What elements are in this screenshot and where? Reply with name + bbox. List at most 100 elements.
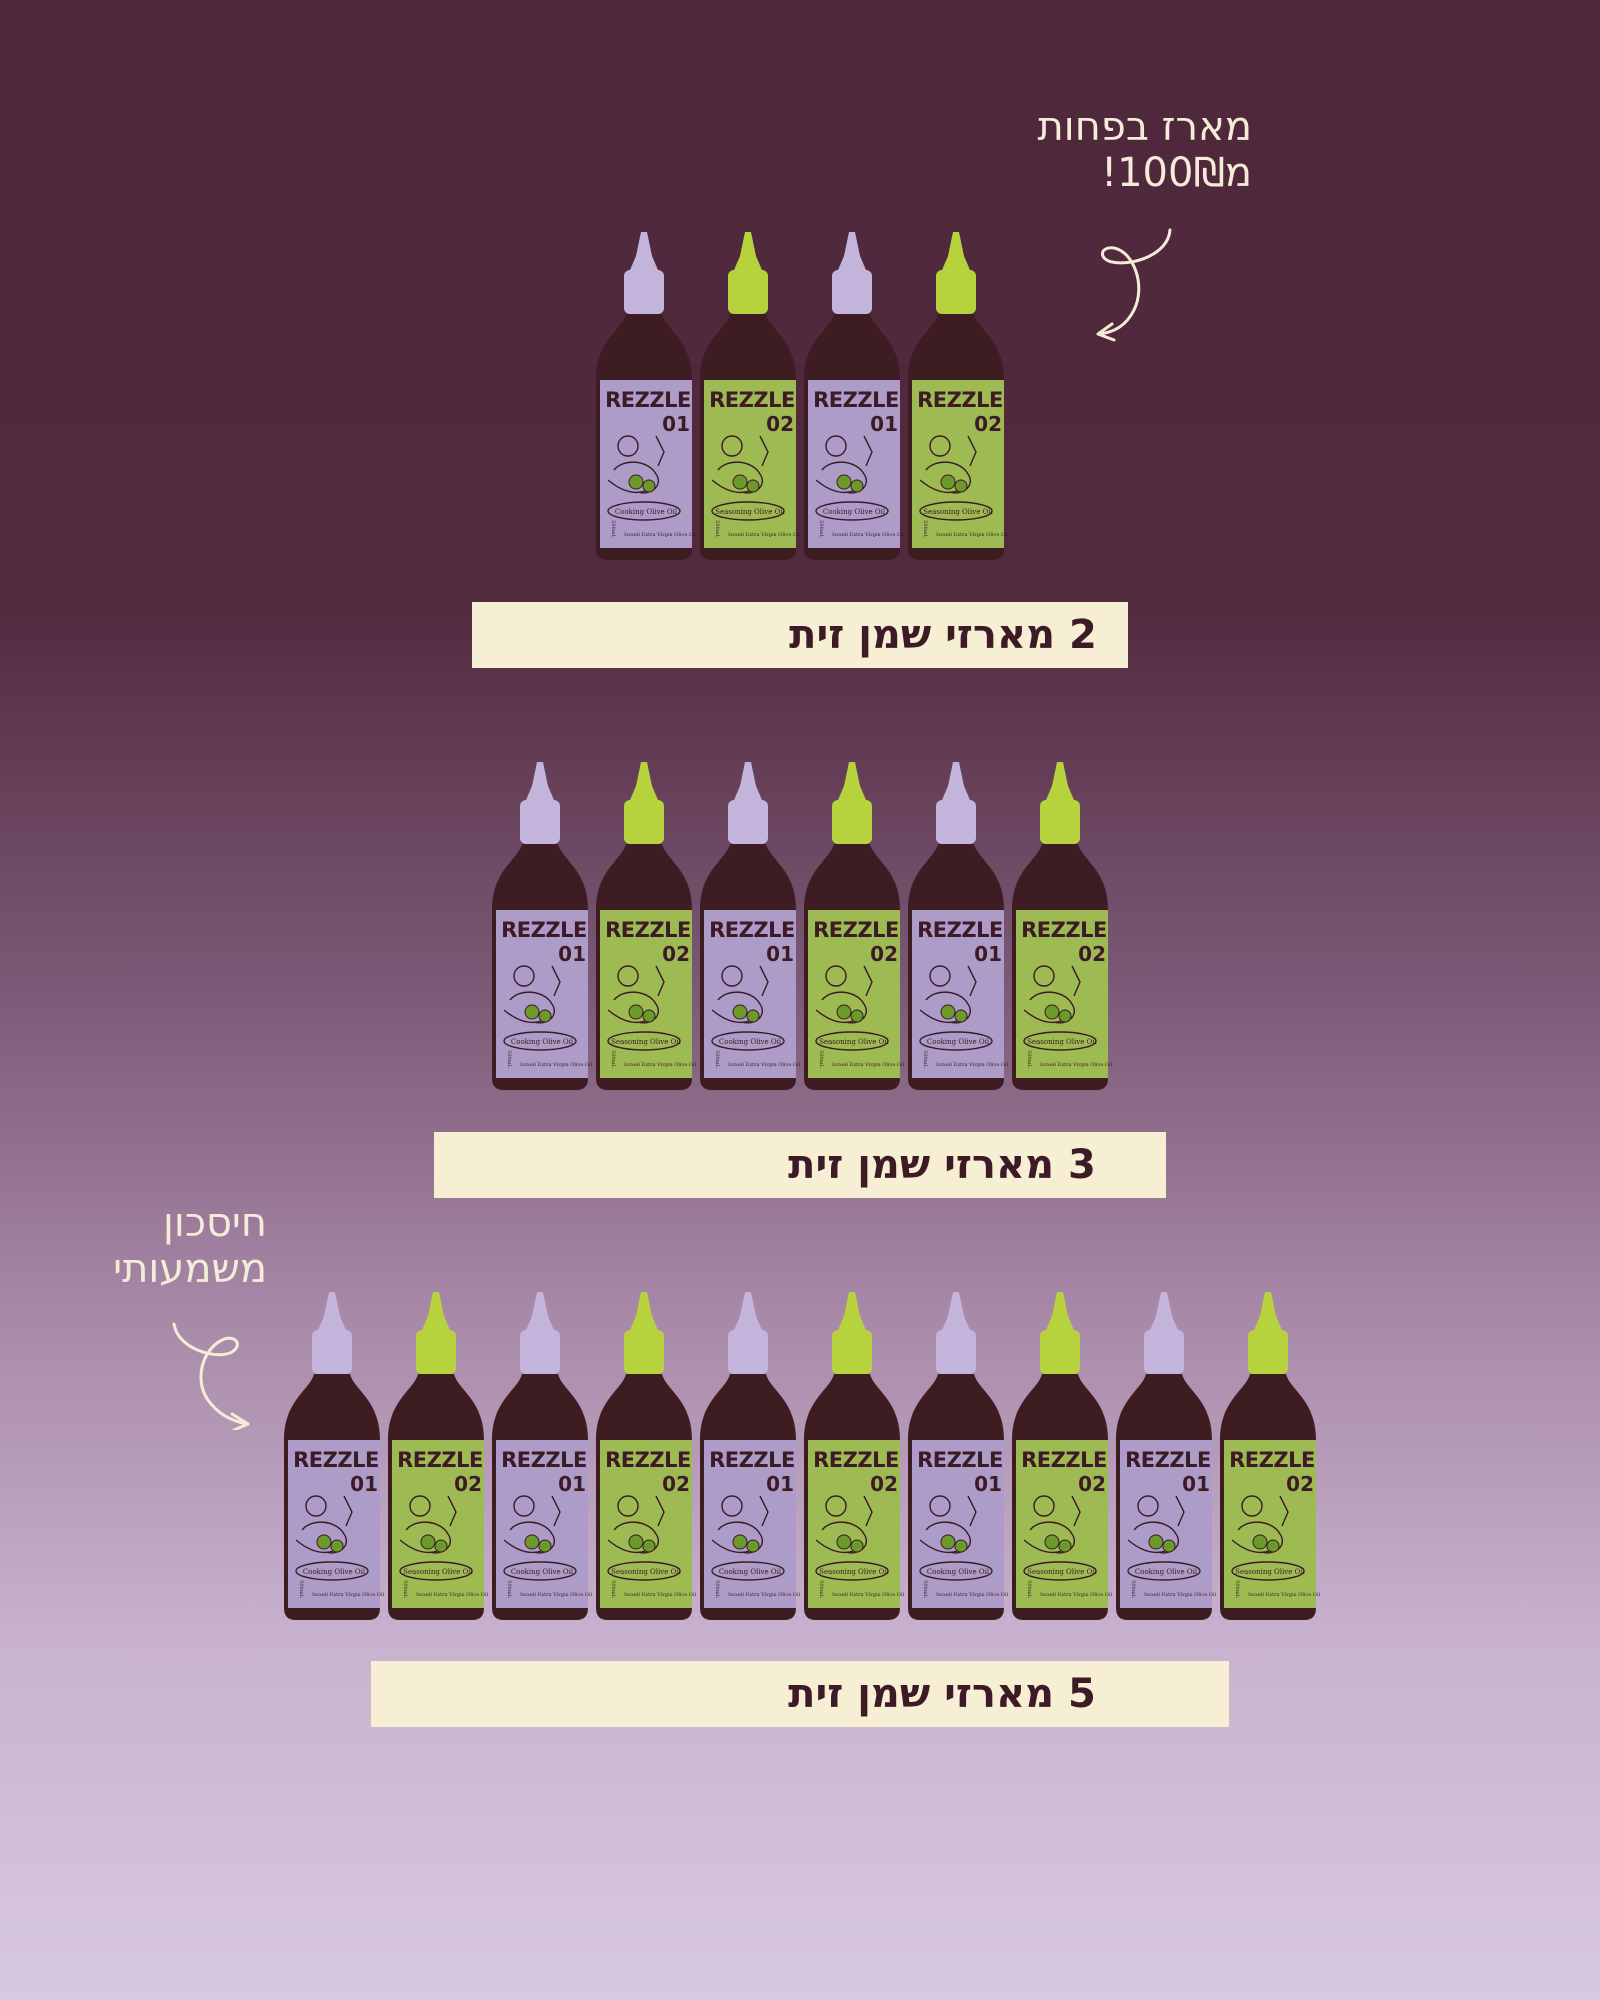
bottle-number: 01	[558, 1472, 586, 1496]
bottle-origin: Israeli Extra Virgin Olive Oil	[312, 1592, 385, 1598]
bundle-2-price-bar[interactable]: 2 מארזי שמן זית 99₪ למארז	[472, 602, 1128, 668]
bottle-brand: REZZLE	[1229, 1448, 1315, 1472]
bottle-origin: Israeli Extra Virgin Olive Oil	[832, 1062, 905, 1068]
bottle-graphic	[908, 232, 1004, 560]
bottle-oil-name: Seasoning Olive Oil	[923, 508, 993, 516]
bundle-2-price: 99₪ למארז	[474, 604, 760, 666]
top-note-line-1: מארז בפחות	[1037, 104, 1252, 150]
bottle-brand: REZZLE	[709, 1448, 795, 1472]
bottle-number: 02	[974, 412, 1002, 436]
bottle-graphic	[492, 762, 588, 1090]
bottle-oil-name: Cooking Olive Oil	[822, 508, 886, 516]
bottle-graphic	[804, 762, 900, 1090]
bottle-origin: Israeli Extra Virgin Olive Oil	[520, 1062, 593, 1068]
bottle-origin: Israeli Extra Virgin Olive Oil	[1040, 1592, 1113, 1598]
bottle-origin: Israeli Extra Virgin Olive Oil	[728, 532, 801, 538]
bottle-oil-name: Seasoning Olive Oil	[403, 1568, 473, 1576]
bottle-number: 01	[974, 1472, 1002, 1496]
bottle-graphic	[700, 1292, 796, 1620]
bottle-graphic	[700, 232, 796, 560]
bottle-oil-name: Cooking Olive Oil	[718, 1568, 782, 1576]
bottle-number: 01	[1182, 1472, 1210, 1496]
bottle-origin: Israeli Extra Virgin Olive Oil	[624, 1062, 697, 1068]
bottle-volume: 500mL	[609, 1050, 616, 1068]
bottle-brand: REZZLE	[917, 1448, 1003, 1472]
bottle-origin: Israeli Extra Virgin Olive Oil	[624, 532, 697, 538]
bottle-oil-name: Seasoning Olive Oil	[611, 1568, 681, 1576]
bottle-brand: REZZLE	[605, 1448, 691, 1472]
bottle-volume: 500mL	[505, 1580, 512, 1598]
bottle-graphic	[1116, 1292, 1212, 1620]
bottle-brand: REZZLE	[709, 918, 795, 942]
bundle-5-price: 95₪ למארז	[373, 1663, 657, 1725]
bottle-oil-name: Cooking Olive Oil	[926, 1038, 990, 1046]
bottle-graphic	[1220, 1292, 1316, 1620]
bottle-brand: REZZLE	[813, 1448, 899, 1472]
curly-arrow-icon	[172, 1322, 250, 1430]
bottle-origin: Israeli Extra Virgin Olive Oil	[936, 532, 1009, 538]
bottle-volume: 500mL	[297, 1580, 304, 1598]
bottle-brand: REZZLE	[605, 918, 691, 942]
bottle-number: 02	[454, 1472, 482, 1496]
bottle-origin: Israeli Extra Virgin Olive Oil	[936, 1592, 1009, 1598]
bottle-oil-name: Cooking Olive Oil	[510, 1568, 574, 1576]
bottle-oil-name: Seasoning Olive Oil	[819, 1568, 889, 1576]
bottle-graphic	[388, 1292, 484, 1620]
bottle-graphic	[1012, 762, 1108, 1090]
bottle-volume: 500mL	[1129, 1580, 1136, 1598]
bottle-number: 01	[558, 942, 586, 966]
bottle-oil-name: Seasoning Olive Oil	[1235, 1568, 1305, 1576]
bottle-origin: Israeli Extra Virgin Olive Oil	[416, 1592, 489, 1598]
bottle-oil-name: Cooking Olive Oil	[510, 1038, 574, 1046]
bottle-brand: REZZLE	[501, 918, 587, 942]
bundle-5-price-bar[interactable]: 5 מארזי שמן זית 95₪ למארז	[371, 1661, 1229, 1727]
bottle-brand: REZZLE	[917, 388, 1003, 412]
bottle-volume: 500mL	[817, 1050, 824, 1068]
bottle-brand: REZZLE	[1125, 1448, 1211, 1472]
top-note-line-2: מ100₪!	[1101, 150, 1252, 196]
bottle-graphic	[804, 1292, 900, 1620]
bottle-graphic	[492, 1292, 588, 1620]
top-promo-note: מארז בפחות מ100₪!	[1038, 104, 1252, 196]
bottle-volume: 500mL	[1233, 1580, 1240, 1598]
bottle-origin: Israeli Extra Virgin Olive Oil	[832, 532, 905, 538]
bottle-oil-name: Cooking Olive Oil	[1134, 1568, 1198, 1576]
bottle-volume: 500mL	[921, 520, 928, 538]
curly-arrow-icon	[1096, 228, 1172, 342]
bottle-brand: REZZLE	[813, 388, 899, 412]
bottle-number: 01	[766, 942, 794, 966]
savings-note: חיסכון משמעותי	[113, 1200, 267, 1292]
bottle-graphic	[908, 762, 1004, 1090]
bottle-brand: REZZLE	[605, 388, 691, 412]
bottle-number: 02	[662, 942, 690, 966]
bottle-oil-name: Cooking Olive Oil	[718, 1038, 782, 1046]
bottle-origin: Israeli Extra Virgin Olive Oil	[728, 1592, 801, 1598]
bottle-origin: Israeli Extra Virgin Olive Oil	[1040, 1062, 1113, 1068]
bottle-volume: 500mL	[817, 1580, 824, 1598]
bottle-oil-name: Seasoning Olive Oil	[1027, 1568, 1097, 1576]
savings-note-line-1: חיסכון	[163, 1200, 267, 1246]
bottle-volume: 500mL	[1025, 1050, 1032, 1068]
bottle-volume: 500mL	[713, 520, 720, 538]
bottle-origin: Israeli Extra Virgin Olive Oil	[728, 1062, 801, 1068]
bottle-origin: Israeli Extra Virgin Olive Oil	[832, 1592, 905, 1598]
bottle-origin: Israeli Extra Virgin Olive Oil	[936, 1062, 1009, 1068]
bundle-3-price-bar[interactable]: 3 מארזי שמן זית 97₪ למארז	[434, 1132, 1166, 1198]
bottle-brand: REZZLE	[917, 918, 1003, 942]
bottle-volume: 500mL	[401, 1580, 408, 1598]
bottle-graphic	[596, 762, 692, 1090]
